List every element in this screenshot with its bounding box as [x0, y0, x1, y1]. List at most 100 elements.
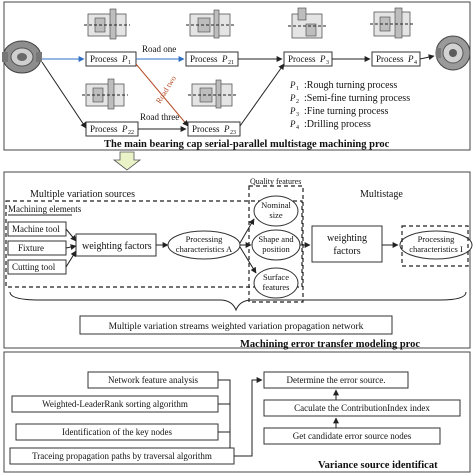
- process-p22-sub: 22: [128, 130, 134, 136]
- step-right-1-label: Determine the error source.: [287, 375, 386, 385]
- svg-text:P: P: [319, 54, 326, 64]
- machining-elements-label: Machining elements: [8, 204, 82, 214]
- shape-line1: Shape and: [258, 234, 294, 244]
- svg-text:P: P: [289, 119, 296, 129]
- fixture-drawing-p1: [84, 8, 130, 40]
- step-right-3-label: Get candidate error source nodes: [293, 431, 412, 441]
- fixture-drawing-p23: [188, 79, 236, 109]
- process-p1-box: Process P 1: [85, 51, 137, 67]
- proc-a-line1: Processing: [186, 234, 224, 244]
- legend-sub-4: 4: [296, 125, 299, 131]
- proc-i-line2: characteristics I: [409, 244, 463, 254]
- raw-part-image: [2, 40, 42, 74]
- fixture-drawing-p22: [82, 78, 128, 110]
- road-one-label: Road one: [142, 44, 176, 54]
- process-p1-label: Process: [90, 54, 118, 64]
- step-weighted-leaderrank: Weighted-LeaderRank sorting algorithm: [11, 395, 219, 413]
- machine-tool-box: Machine tool: [7, 221, 67, 237]
- process-p22-label: Process: [90, 124, 118, 134]
- step-left-3-label: Identification of the key nodes: [62, 427, 172, 437]
- step-identify-key-nodes: Identification of the key nodes: [15, 423, 219, 441]
- sources-dashed-box: [5, 200, 303, 288]
- step-candidate-nodes: Get candidate error source nodes: [263, 427, 441, 445]
- nominal-line2: size: [269, 210, 282, 220]
- legend-text-4: :Drilling process: [304, 119, 371, 130]
- step-trace-paths: Traceing propagation paths by traversal …: [9, 447, 235, 465]
- quality-features-label: Quality features: [250, 177, 301, 186]
- legend-sub-3: 3: [296, 112, 299, 118]
- fixture-box: Fixture: [7, 240, 67, 256]
- weighting-factors-box: weighting factors: [75, 233, 157, 257]
- process-legend: P 1 :Rough turning process P 2 :Semi-fin…: [289, 80, 410, 131]
- legend-text-2: :Semi-fine turning process: [304, 93, 410, 104]
- step-right-2-label: Caculate the ContributionIndex index: [294, 403, 430, 413]
- finished-part-image: [435, 35, 471, 71]
- process-p23-label: Process: [192, 124, 220, 134]
- process-p4-label: Process: [376, 54, 404, 64]
- legend-text-3: :Fine turning process: [304, 106, 389, 117]
- weighting2-line2: factors: [333, 246, 360, 257]
- svg-text:P: P: [121, 124, 128, 134]
- arrow-to-right-steps: [234, 377, 263, 457]
- process-p1-sub: 1: [128, 60, 131, 66]
- svg-text:P: P: [121, 54, 128, 64]
- process-p21-sub: 21: [228, 60, 234, 66]
- surface-line1: Surface: [263, 272, 289, 282]
- machine-tool-label: Machine tool: [12, 224, 60, 234]
- svg-text:P: P: [289, 80, 296, 90]
- fixture-drawing-p3: [288, 7, 326, 39]
- surface-line2: features: [263, 282, 290, 292]
- nominal-size-node: Nominal size: [253, 195, 299, 227]
- processing-characteristics-a-node: Processing characteristics A: [167, 230, 241, 260]
- process-p23-box: Process P 23: [187, 121, 241, 137]
- proc-i-line1: Processing: [418, 234, 456, 244]
- process-p3-sub: 3: [326, 60, 329, 66]
- processing-characteristics-i-node: Processing characteristics I: [399, 230, 473, 260]
- process-p4-box: Process P 4: [371, 51, 421, 67]
- process-p21-box: Process P 21: [185, 51, 239, 67]
- process-p3-label: Process: [288, 54, 316, 64]
- arrow-p4-to-part: [419, 54, 435, 61]
- process-p23-sub: 23: [230, 130, 236, 136]
- step-left-2-label: Weighted-LeaderRank sorting algorithm: [42, 399, 188, 409]
- process-p3-box: Process P 3: [283, 51, 333, 67]
- fixture-label: Fixture: [18, 243, 44, 253]
- fixture-drawing-p4: [370, 7, 414, 39]
- proc-a-line2: characteristics A: [176, 244, 233, 254]
- section3-title: Variance source identificat: [318, 460, 438, 471]
- arrow-road-two: [135, 63, 189, 127]
- svg-text:P: P: [289, 106, 296, 116]
- surface-features-node: Surface features: [253, 267, 299, 299]
- network-brace: [9, 291, 467, 312]
- road-three-label: Road three: [140, 112, 179, 122]
- weighting-factors-2-box: weighting factors: [311, 225, 383, 263]
- fixture-drawing-p21: [186, 9, 234, 39]
- process-p21-label: Process: [190, 54, 218, 64]
- network-label-box: Multiple variation streams weighted vari…: [79, 315, 393, 335]
- step-contribution-index: Caculate the ContributionIndex index: [263, 399, 461, 417]
- step-left-4-label: Traceing propagation paths by traversal …: [32, 451, 212, 461]
- process-p4-sub: 4: [414, 60, 417, 66]
- output-dashed-box: [401, 225, 469, 267]
- svg-text:P: P: [223, 124, 230, 134]
- legend-text-1: :Rough turning process: [304, 80, 397, 91]
- legend-sub-2: 2: [296, 99, 299, 105]
- weighting2-line1: weighting: [327, 233, 367, 244]
- cutting-tool-box: Cutting tool: [7, 259, 67, 275]
- network-label: Multiple variation streams weighted vari…: [109, 322, 364, 332]
- multiple-sources-label: Multiple variation sources: [30, 189, 135, 200]
- process-p22-box: Process P 22: [85, 121, 139, 137]
- down-arrow-icon: [112, 151, 142, 171]
- multistage-label: Multistage: [360, 189, 403, 200]
- svg-text:P: P: [407, 54, 414, 64]
- nominal-line1: Nominal: [261, 200, 291, 210]
- step-network-feature-analysis: Network feature analysis: [87, 371, 219, 389]
- shape-position-node: Shape and position: [251, 229, 301, 261]
- cutting-tool-label: Cutting tool: [12, 262, 56, 272]
- step-determine-error-source: Determine the error source.: [263, 371, 409, 389]
- svg-text:P: P: [221, 54, 228, 64]
- legend-sub-1: 1: [296, 86, 299, 92]
- svg-text:P: P: [289, 93, 296, 103]
- arrow-raw-to-p22: [41, 61, 87, 129]
